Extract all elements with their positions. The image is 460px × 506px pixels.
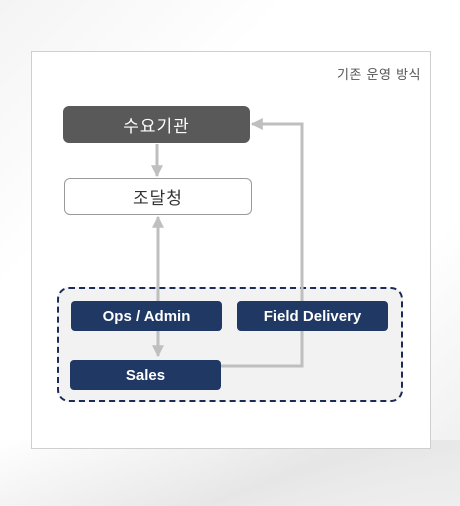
diagram-title: 기존 운영 방식 xyxy=(336,68,421,83)
node-field-delivery: Field Delivery xyxy=(237,301,388,331)
node-sales: Sales xyxy=(70,360,221,390)
node-ops-admin: Ops / Admin xyxy=(71,301,222,331)
node-procurement: 조달청 xyxy=(64,178,252,215)
node-demand-agency: 수요기관 xyxy=(63,106,250,143)
background-shade xyxy=(0,440,460,506)
